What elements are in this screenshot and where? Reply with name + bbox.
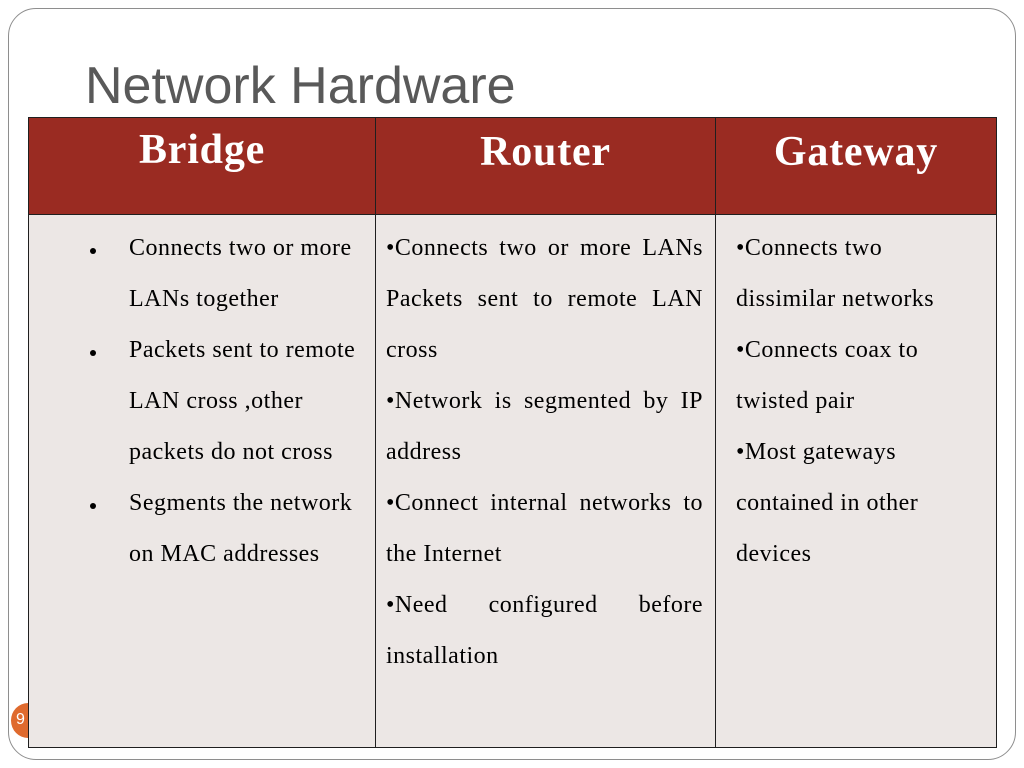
router-item: •Connect internal networks to the Intern… bbox=[386, 490, 703, 567]
router-item: •Network is segmented by IP address bbox=[386, 388, 703, 465]
slide-title: Network Hardware bbox=[85, 57, 516, 115]
column-header-gateway: Gateway bbox=[715, 117, 997, 215]
bullet-icon bbox=[90, 503, 96, 509]
router-item: •Need configured before installation bbox=[386, 592, 703, 669]
bullet-icon bbox=[90, 350, 96, 356]
gateway-item: •Connects two dissimilar networks bbox=[736, 235, 935, 312]
column-header-router: Router bbox=[375, 117, 716, 215]
router-cell: •Connects two or more LANs Packets sent … bbox=[375, 214, 716, 748]
gateway-item: •Most gateways contained in other device… bbox=[736, 439, 919, 567]
list-item: Packets sent to remote LAN cross ,other … bbox=[90, 325, 370, 478]
gateway-cell: •Connects two dissimilar networks •Conne… bbox=[715, 214, 997, 748]
bridge-cell: Connects two or more LANs together Packe… bbox=[28, 214, 376, 748]
list-item: Segments the network on MAC addresses bbox=[90, 478, 370, 580]
gateway-item: •Connects coax to twisted pair bbox=[736, 337, 919, 414]
slide-frame bbox=[8, 8, 1016, 760]
list-item-text: Packets sent to remote LAN cross ,other … bbox=[129, 337, 356, 465]
page-number: 9 bbox=[16, 711, 25, 728]
bridge-bullet-list: Connects two or more LANs together Packe… bbox=[90, 223, 370, 580]
table-body: Connects two or more LANs together Packe… bbox=[28, 214, 997, 748]
table-header: Bridge Router Gateway bbox=[28, 117, 997, 215]
router-item: •Connects two or more LANs Packets sent … bbox=[386, 235, 703, 363]
list-item-text: Segments the network on MAC addresses bbox=[129, 490, 353, 567]
table-body-row: Connects two or more LANs together Packe… bbox=[28, 214, 997, 748]
table-header-row: Bridge Router Gateway bbox=[28, 117, 997, 215]
list-item: Connects two or more LANs together bbox=[90, 223, 370, 325]
list-item-text: Connects two or more LANs together bbox=[129, 235, 352, 312]
column-header-bridge: Bridge bbox=[28, 117, 376, 215]
comparison-table: Bridge Router Gateway Connects two or mo… bbox=[28, 117, 997, 748]
bullet-icon bbox=[90, 248, 96, 254]
